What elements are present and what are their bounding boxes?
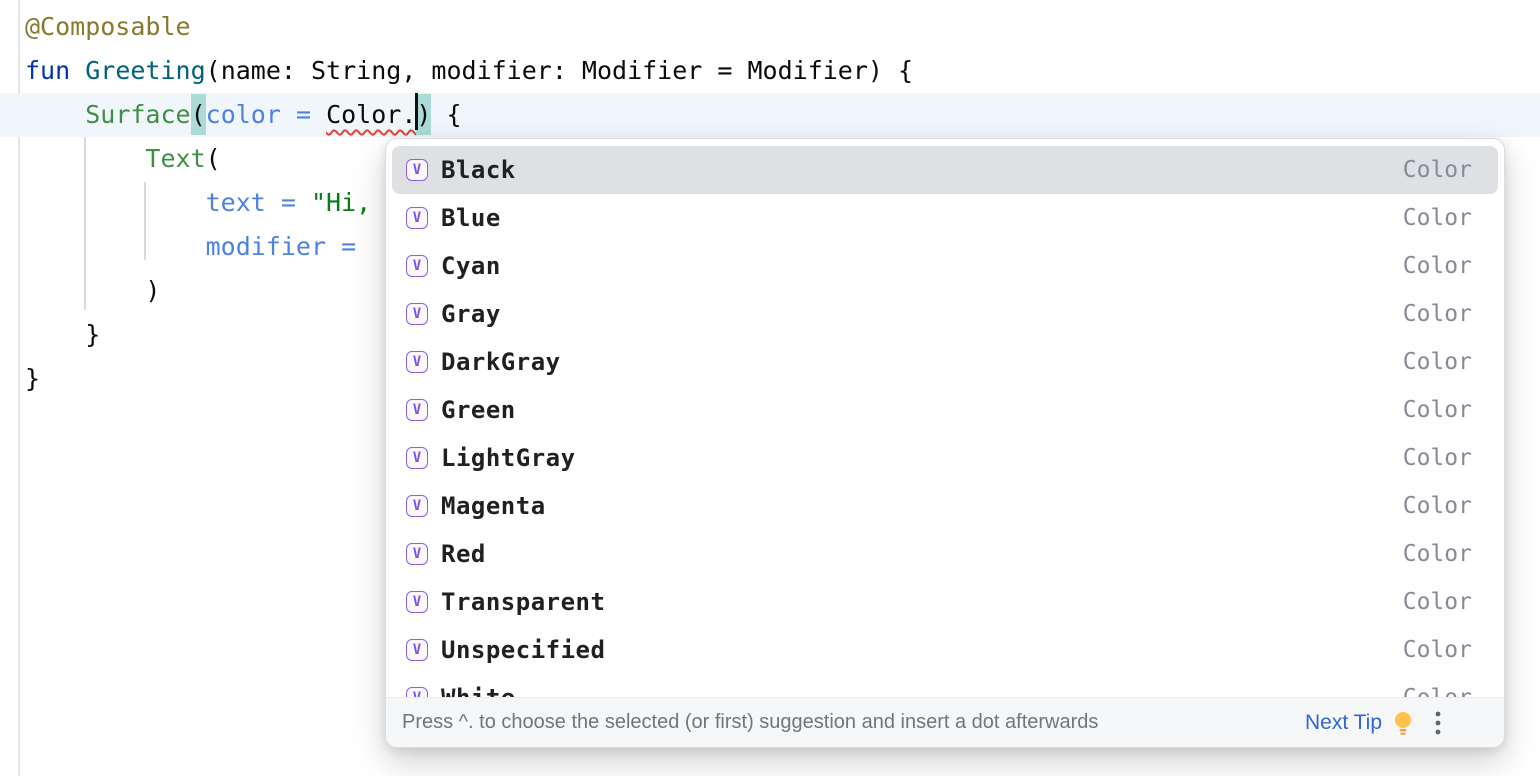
completion-item-type: Color: [1403, 685, 1472, 697]
completion-item-label: Magenta: [441, 492, 546, 520]
variable-icon: V: [406, 495, 428, 517]
code-token: text =: [205, 188, 311, 217]
code-token: Text: [145, 144, 206, 173]
completion-item-type: Color: [1402, 205, 1472, 231]
completion-item-label: Red: [441, 540, 486, 568]
completion-item-type: Color: [1402, 637, 1472, 663]
code-token: [25, 232, 206, 261]
code-line[interactable]: modifier =: [25, 225, 913, 269]
completion-item-transparent[interactable]: V Transparent Color: [392, 578, 1498, 626]
code-line[interactable]: text = "Hi,: [25, 181, 913, 225]
completion-item-lightgray[interactable]: V LightGray Color: [392, 434, 1498, 482]
next-tip-link[interactable]: Next Tip: [1304, 710, 1382, 734]
variable-icon: V: [406, 255, 428, 277]
hint-actions: Next Tip: [1305, 707, 1442, 739]
code-line[interactable]: }: [25, 357, 913, 401]
completion-item-gray[interactable]: V Gray Color: [392, 290, 1498, 338]
code-token: [25, 100, 85, 129]
code-token: }: [25, 364, 41, 393]
variable-icon: V: [406, 543, 428, 565]
completion-item-label: Unspecified: [441, 636, 606, 664]
gutter-separator: [18, 0, 20, 776]
code-token: Color.: [326, 100, 417, 129]
completion-item-type: Color: [1402, 493, 1472, 519]
variable-icon: V: [406, 591, 428, 613]
code-token: {: [431, 100, 462, 129]
completion-item-label: Gray: [441, 300, 501, 328]
hint-text: Press ^. to choose the selected (or firs…: [402, 711, 1099, 733]
code-token: Surface: [85, 100, 191, 129]
code-token: (name: String, modifier: Modifier = Modi…: [205, 56, 914, 85]
code-editor[interactable]: @Composable fun Greeting(name: String, mo…: [25, 5, 913, 401]
code-line[interactable]: Surface(color = Color.) {: [25, 93, 913, 137]
completion-item-label: Green: [441, 396, 516, 424]
completion-item-label: DarkGray: [441, 348, 561, 376]
variable-icon: V: [406, 399, 428, 421]
variable-icon: V: [406, 447, 428, 469]
completion-item-type: Color: [1402, 301, 1472, 327]
code-token: (: [205, 144, 221, 173]
indent-guide: [84, 137, 86, 310]
variable-icon: V: [406, 687, 428, 697]
code-token: (: [190, 94, 206, 135]
code-line[interactable]: Text(: [25, 137, 913, 181]
variable-icon: V: [406, 303, 428, 325]
code-token: [70, 56, 85, 85]
caret-line-highlight: [0, 93, 1540, 137]
code-token: "Hi,: [310, 188, 372, 217]
completion-item-unspecified[interactable]: V Unspecified Color: [392, 626, 1498, 674]
code-token: ): [416, 94, 432, 135]
completion-item-darkgray[interactable]: V DarkGray Color: [392, 338, 1498, 386]
completion-item-black[interactable]: V Black Color: [392, 146, 1498, 194]
code-token: }: [25, 320, 101, 349]
code-token: [25, 144, 145, 173]
completion-item-red[interactable]: V Red Color: [392, 530, 1498, 578]
variable-icon: V: [406, 639, 428, 661]
code-line[interactable]: @Composable: [25, 5, 913, 49]
completion-item-label: Black: [441, 156, 516, 184]
code-token: ): [25, 276, 161, 305]
code-token: Greeting: [85, 56, 206, 85]
completion-item-type: Color: [1402, 157, 1472, 183]
code-line[interactable]: fun Greeting(name: String, modifier: Mod…: [25, 49, 913, 93]
completion-item-label: Cyan: [441, 252, 501, 280]
completion-item-white[interactable]: V White Color: [392, 674, 1498, 697]
kebab-menu-icon[interactable]: [1434, 707, 1442, 739]
code-token: fun: [25, 56, 71, 85]
completion-hint-bar: Press ^. to choose the selected (or firs…: [386, 697, 1504, 747]
completion-item-type: Color: [1402, 589, 1472, 615]
completion-item-blue[interactable]: V Blue Color: [392, 194, 1498, 242]
completion-item-label: LightGray: [441, 444, 576, 472]
completion-item-type: Color: [1402, 253, 1472, 279]
completion-item-type: Color: [1402, 397, 1472, 423]
completion-item-label: Transparent: [441, 588, 606, 616]
variable-icon: V: [406, 207, 428, 229]
code-token: @Composable: [25, 12, 191, 41]
code-token: modifier =: [205, 232, 372, 261]
code-line[interactable]: ): [25, 269, 913, 313]
code-line[interactable]: }: [25, 313, 913, 357]
completion-item-magenta[interactable]: V Magenta Color: [392, 482, 1498, 530]
code-token: color =: [205, 100, 327, 129]
completion-item-type: Color: [1402, 445, 1472, 471]
variable-icon: V: [406, 159, 428, 181]
indent-guide: [144, 182, 146, 260]
code-token: [25, 188, 206, 217]
completion-item-label: Blue: [441, 204, 501, 232]
variable-icon: V: [406, 351, 428, 373]
completion-item-type: Color: [1402, 541, 1472, 567]
completion-item-label: White: [441, 684, 516, 697]
completion-item-type: Color: [1402, 349, 1472, 375]
completion-item-green[interactable]: V Green Color: [392, 386, 1498, 434]
lightbulb-icon: [1392, 710, 1414, 736]
completion-item-cyan[interactable]: V Cyan Color: [392, 242, 1498, 290]
